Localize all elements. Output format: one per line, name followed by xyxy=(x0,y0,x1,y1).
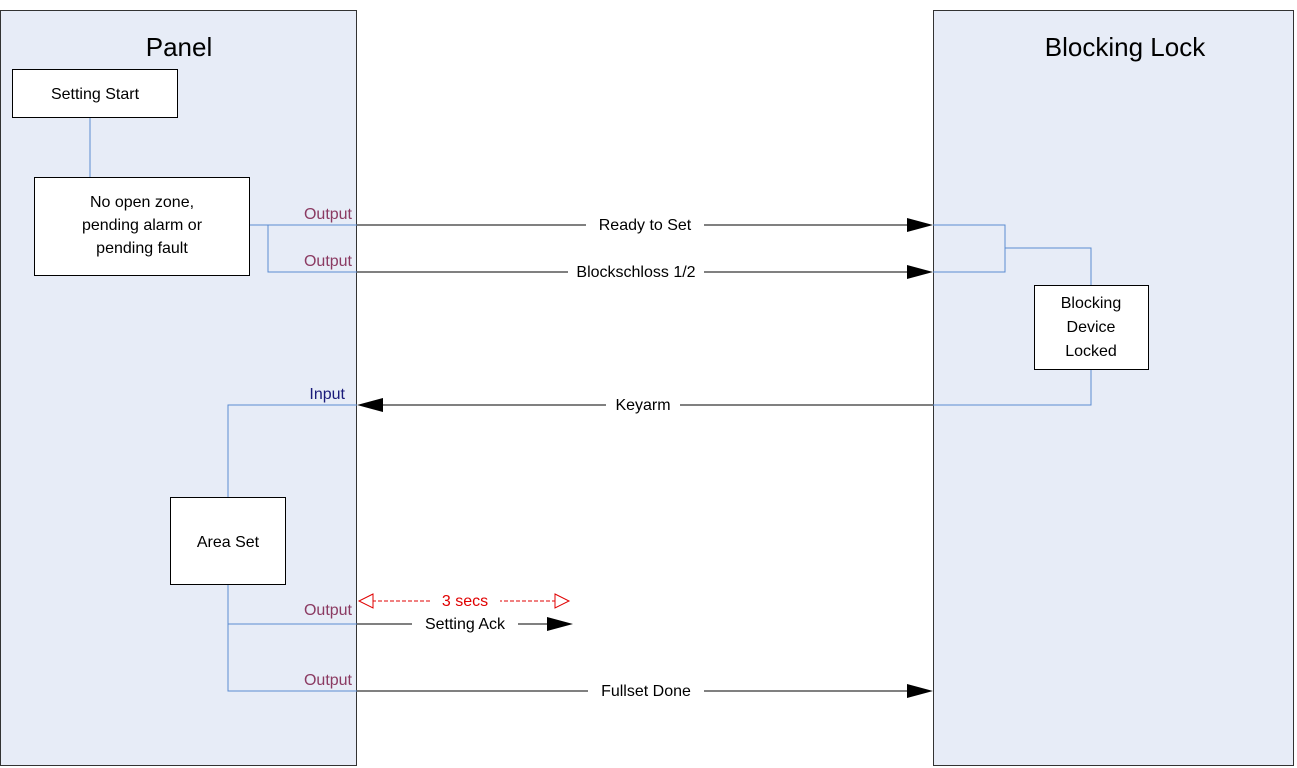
timing-arrowhead-right-icon xyxy=(554,593,571,609)
lock-connectors xyxy=(933,224,1092,406)
arrowhead-right-icon xyxy=(907,218,933,232)
setting-start-box: Setting Start xyxy=(12,69,178,118)
timing-arrowhead-left-icon xyxy=(357,593,374,609)
area-set-label: Area Set xyxy=(197,534,260,551)
blocking-lock-lane-title: Blocking Lock xyxy=(1045,32,1206,62)
keyarm-label: Keyarm xyxy=(615,397,670,414)
no-open-zone-line-2: pending alarm or xyxy=(82,217,203,234)
arrowhead-right-icon xyxy=(907,265,933,279)
ready-to-set-label: Ready to Set xyxy=(599,217,692,234)
signal-fullset-done: Fullset Done xyxy=(357,680,933,700)
blocking-device-box: Blocking Device Locked xyxy=(1034,285,1149,370)
timing-duration-label: 3 secs xyxy=(442,593,488,610)
blocking-device-line-2: Device xyxy=(1067,319,1116,336)
no-open-zone-line-1: No open zone, xyxy=(90,194,194,211)
no-open-zone-box: No open zone, pending alarm or pending f… xyxy=(34,177,250,276)
panel-connectors xyxy=(89,118,357,692)
signal-keyarm: Keyarm xyxy=(357,394,933,414)
blocking-lock-lane xyxy=(933,10,1294,766)
arrowhead-right-icon xyxy=(907,684,933,698)
arrowhead-right-icon xyxy=(547,617,573,631)
panel-lane-title: Panel xyxy=(146,32,213,62)
blocking-device-line-1: Blocking xyxy=(1061,295,1121,312)
signal-setting-ack: Setting Ack xyxy=(357,613,573,633)
output-port-label-ready: Output xyxy=(304,206,353,223)
panel-lane xyxy=(0,10,357,766)
fullset-done-label: Fullset Done xyxy=(601,683,691,700)
no-open-zone-line-3: pending fault xyxy=(96,240,188,257)
signal-blockschloss: Blockschloss 1/2 xyxy=(357,261,933,281)
arrowhead-left-icon xyxy=(357,398,383,412)
timing-annotation: 3 secs xyxy=(357,590,571,610)
input-port-label-keyarm: Input xyxy=(309,386,345,403)
output-port-label-setting-ack: Output xyxy=(304,602,353,619)
setting-start-label: Setting Start xyxy=(51,86,140,103)
area-set-box: Area Set xyxy=(170,497,286,585)
output-port-label-fullset: Output xyxy=(304,672,353,689)
blockschloss-label: Blockschloss 1/2 xyxy=(576,264,695,281)
setting-ack-label: Setting Ack xyxy=(425,616,506,633)
output-port-label-blockschloss: Output xyxy=(304,253,353,270)
signal-ready-to-set: Ready to Set xyxy=(357,214,933,234)
blocking-device-line-3: Locked xyxy=(1065,343,1117,360)
